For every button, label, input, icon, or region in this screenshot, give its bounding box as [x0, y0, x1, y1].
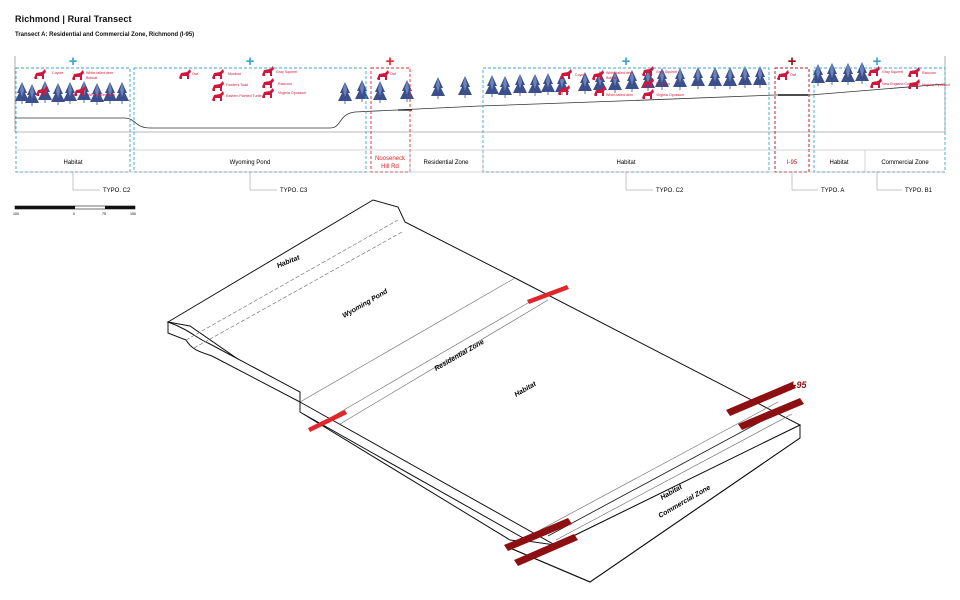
species-label: Coyote: [575, 73, 586, 77]
species-label: Owl: [390, 72, 396, 76]
zone-label: Residential Zone: [423, 160, 469, 166]
zone-box-habitat-1: [15, 67, 131, 173]
species-label: Bobcat: [86, 76, 97, 80]
typology-leaders: [72, 172, 902, 191]
zone-label-row: Habitat Wyoming Pond Nooseneck Hill Rd R…: [15, 149, 945, 173]
species-label: White-tailed deer: [606, 93, 634, 97]
species-label: Bobcat: [606, 76, 617, 80]
zone-markers: + + + + + +: [69, 53, 882, 70]
isometric-roads: [308, 285, 804, 566]
zone-boxes: [15, 67, 946, 173]
typology-label: TYPO. A: [821, 188, 844, 194]
species-label: Virginia Opossum: [278, 91, 306, 95]
section-profile: [14, 56, 946, 133]
species-label: White-tailed deer: [88, 93, 116, 97]
species-label: Muskrat: [228, 72, 241, 76]
plus-icon: +: [788, 53, 797, 70]
iso-label-i95: I-95: [791, 380, 808, 390]
scale-bar: 100 0 75 150: [13, 205, 136, 216]
plus-icon: +: [69, 53, 78, 70]
zone-box-wyoming-pond: [133, 67, 367, 173]
zone-label: Habitat: [616, 160, 635, 166]
scale-tick: 75: [102, 212, 106, 216]
species-label: White-tailed deer: [606, 71, 634, 75]
species-label: Raccoon: [278, 82, 292, 86]
typology-labels: TYPO. C2 TYPO. C3 TYPO. C2 TYPO. A TYPO.…: [103, 188, 933, 194]
species-label: Gray Squirrel: [656, 70, 677, 74]
scale-tick: 150: [130, 212, 136, 216]
page-title: Richmond | Rural Transect: [15, 14, 132, 24]
isometric-inner-lines: [185, 219, 793, 541]
species-label: Raccoon: [656, 82, 670, 86]
typology-label: TYPO. B1: [905, 188, 933, 194]
species-label: Virginia Opossum: [656, 93, 684, 97]
zone-label: Wyoming Pond: [230, 160, 271, 166]
isometric-block: [166, 199, 802, 583]
plus-icon: +: [386, 53, 395, 70]
plus-icon: +: [873, 53, 882, 70]
zone-label: Habitat: [63, 160, 82, 166]
zone-label: Hill Rd: [381, 164, 399, 170]
zone-label: Nooseneck: [375, 156, 406, 162]
zone-box-i95: [774, 67, 810, 173]
species-label: White-tailed deer: [86, 71, 114, 75]
section-animal-icons: [34, 66, 920, 101]
species-label: Virginia Opossum: [922, 83, 950, 87]
species-label: Raccoon: [922, 71, 936, 75]
typology-label: TYPO. C3: [280, 188, 308, 194]
species-label: Gray Squirrel: [882, 70, 903, 74]
species-label: Fowler's Toad: [226, 83, 248, 87]
plus-icon: +: [622, 53, 631, 70]
species-label: Owl: [192, 72, 198, 76]
typology-label: TYPO. C2: [103, 188, 131, 194]
typology-label: TYPO. C2: [656, 188, 684, 194]
scale-tick: 100: [13, 212, 19, 216]
page-subtitle: Transect A: Residential and Commercial Z…: [15, 32, 195, 38]
species-label: New England Cottontail: [882, 82, 920, 86]
species-label: Gray Squirrel: [276, 70, 297, 74]
species-label: Owl: [790, 73, 796, 77]
plus-icon: +: [246, 53, 255, 70]
scale-tick: 0: [73, 212, 75, 216]
species-label: Coyote: [52, 71, 63, 75]
species-label: Eastern Painted Turtle: [226, 94, 262, 98]
section-trees: [15, 62, 869, 106]
zone-label: Habitat: [829, 160, 848, 166]
species-labels: Coyote White-tailed deer Bobcat White-ta…: [52, 70, 950, 98]
zone-label: I-95: [787, 160, 798, 166]
zone-label: Commercial Zone: [881, 160, 929, 166]
